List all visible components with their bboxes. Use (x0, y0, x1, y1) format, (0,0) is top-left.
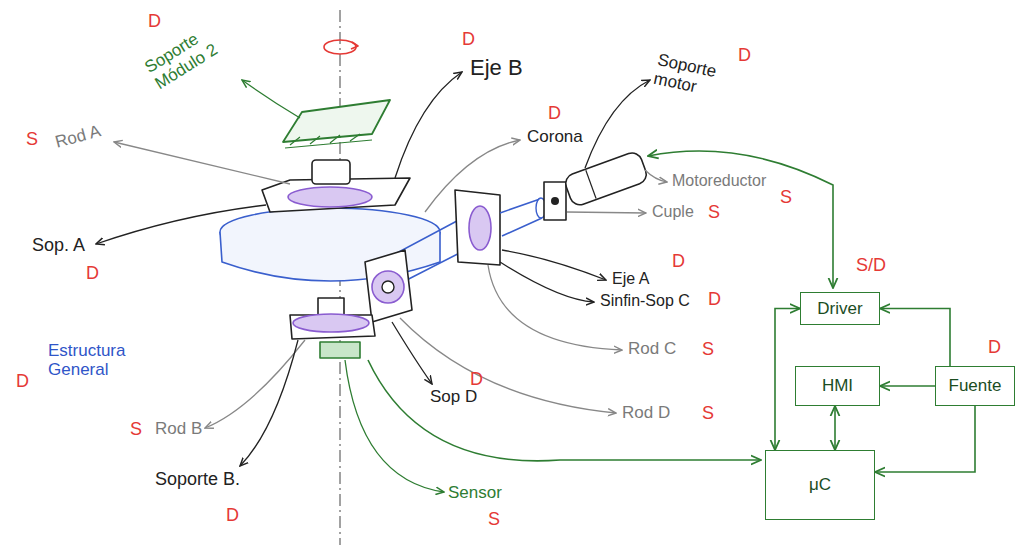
support-c (455, 190, 500, 265)
part-label: Rod D (622, 404, 670, 423)
sensor-wire (368, 360, 761, 461)
leader-line (400, 318, 616, 413)
status-mark: D (738, 46, 751, 66)
worm-shaft (382, 281, 394, 293)
status-mark: S (780, 188, 792, 208)
block-label: Fuente (949, 376, 1002, 396)
block-label: Driver (817, 299, 862, 319)
part-label: Cuple (652, 203, 694, 221)
leader-line (502, 250, 606, 280)
part-label: Rod B (155, 420, 202, 439)
signal-connector (834, 406, 836, 450)
part-label: Rod A (53, 122, 103, 152)
part-label: Sop. A (32, 236, 85, 256)
support-d (365, 250, 412, 322)
rotation-symbol (351, 42, 358, 49)
part-label: Eje B (470, 56, 523, 80)
bearing-d (372, 271, 404, 303)
leader-line (240, 340, 298, 466)
mechanism-sketch (220, 10, 649, 545)
part-label: Eje A (612, 270, 649, 288)
signal-wires (368, 151, 833, 461)
motor-wire (648, 151, 833, 288)
leader-line (585, 80, 650, 168)
leader-line (500, 262, 594, 302)
status-mark: D (148, 12, 161, 32)
bearing-b (293, 314, 369, 332)
status-mark: D (16, 372, 29, 392)
status-mark: S (702, 340, 714, 360)
status-mark: S (708, 203, 720, 223)
gear-motor (563, 150, 649, 207)
part-label: Corona (527, 128, 583, 147)
leader-line (114, 142, 290, 184)
signal-connector (875, 406, 975, 472)
support-b (290, 315, 375, 339)
status-mark: D (548, 104, 561, 124)
block-box: HMI (795, 366, 880, 406)
status-mark: S/D (856, 256, 886, 276)
coupling (544, 182, 566, 220)
part-label: Estructura General (48, 342, 133, 379)
rotation-symbol (324, 40, 356, 54)
signal-connector (880, 309, 950, 367)
part-label: Sinfin-Sop C (600, 292, 690, 310)
block-box: Fuente (935, 366, 1015, 406)
block-box: Driver (800, 292, 880, 325)
part-label: Rod C (628, 340, 676, 359)
leader-line (242, 80, 300, 118)
status-mark: D (708, 290, 721, 310)
leader-line (567, 212, 646, 213)
part-label: Soporte motor (652, 51, 728, 102)
status-mark: S (26, 130, 38, 150)
status-mark: D (462, 30, 475, 50)
leader-line (392, 322, 432, 384)
status-mark: D (470, 370, 483, 390)
status-mark: D (86, 264, 99, 284)
leader-line (645, 170, 667, 182)
leader-line (425, 140, 520, 212)
status-mark: D (226, 506, 239, 526)
module-plate (283, 100, 390, 142)
leader-line (205, 340, 305, 428)
block-label: μC (809, 475, 831, 495)
leader-line (96, 205, 266, 244)
leader-lines (96, 72, 667, 492)
status-mark: S (130, 420, 142, 440)
status-mark: D (988, 338, 1001, 358)
coupling (551, 197, 559, 205)
part-label: Sop D (430, 388, 477, 407)
status-mark: S (488, 510, 500, 530)
leader-line (395, 72, 462, 178)
signal-connector (880, 385, 935, 387)
bearing-c (469, 206, 491, 250)
leader-line (345, 360, 444, 492)
part-label: Sensor (448, 484, 502, 503)
block-label: HMI (822, 376, 853, 396)
part-label: Soporte B. (155, 470, 240, 490)
plate-hatch (285, 134, 372, 148)
status-mark: D (672, 252, 685, 272)
shaft-b (312, 160, 350, 184)
bearing-a (288, 187, 372, 207)
status-mark: S (702, 404, 714, 424)
block-box: μC (765, 450, 875, 520)
part-label: Motoreductor (672, 172, 766, 190)
sensor-body (320, 342, 360, 358)
